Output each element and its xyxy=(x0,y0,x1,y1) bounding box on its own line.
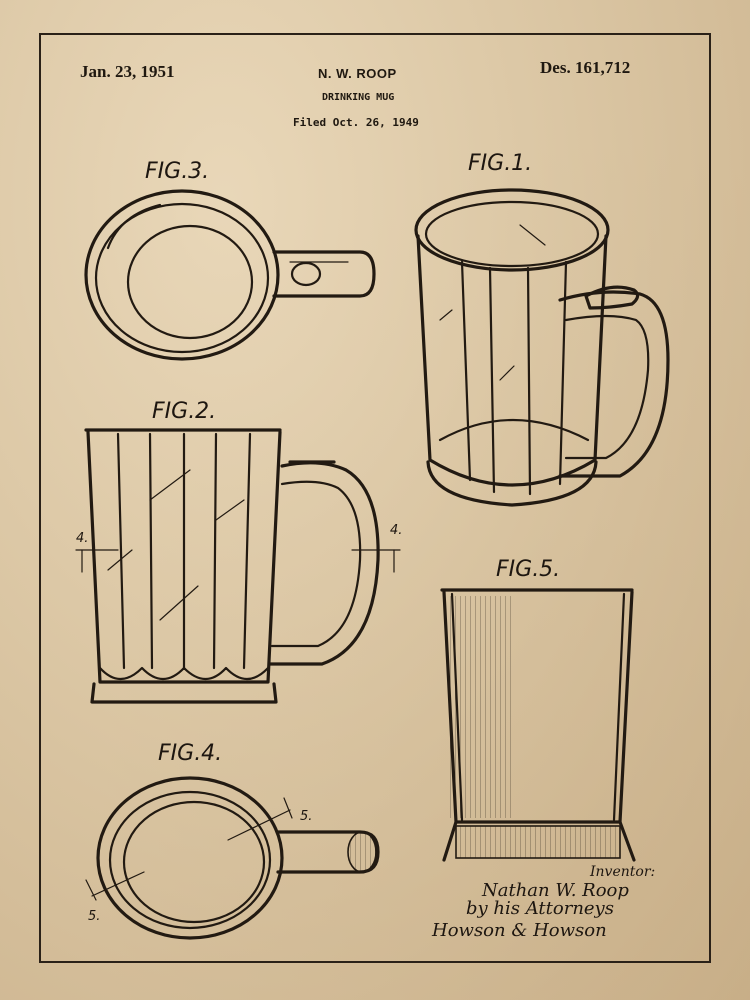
fig5-inner-wall-right xyxy=(612,592,626,822)
figure-3-label: FIG.3. xyxy=(145,159,209,184)
fig4-inner-wall xyxy=(108,790,272,930)
figure-2-side-view: FIG.2. 4. 4. xyxy=(75,399,402,704)
section-4-right-label: 4. xyxy=(390,523,402,538)
signature-attorneys: Howson & Howson xyxy=(432,920,607,941)
figure-4-section-top-view: FIG.4. 5. 5. xyxy=(85,741,380,940)
fig1-panel-4 xyxy=(558,260,568,486)
figure-2-label: FIG.2. xyxy=(152,399,216,424)
fig2-panel-5 xyxy=(242,432,252,670)
fig5-base-legs xyxy=(442,820,636,862)
figure-5-label: FIG.5. xyxy=(496,557,560,582)
signature-by-line: by his Attorneys xyxy=(466,898,614,919)
fig2-base xyxy=(90,682,278,704)
fig2-scallops xyxy=(98,666,270,681)
figure-5-section-view: FIG.5. xyxy=(440,557,636,862)
fig3-thumb-rest xyxy=(290,261,322,287)
fig5-base-section xyxy=(455,825,621,859)
fig1-base xyxy=(426,460,598,507)
fig3-rim-outer xyxy=(84,189,280,361)
fig5-inner-wall-left xyxy=(450,592,464,822)
fig4-outer-scalloped xyxy=(96,776,284,940)
fig1-handle-inner xyxy=(564,314,650,460)
fig1-rim-inner xyxy=(424,200,600,268)
figure-1-label: FIG.1. xyxy=(468,151,532,176)
inventor-header: N. W. ROOP xyxy=(318,66,397,81)
fig2-handle-inner xyxy=(270,480,362,648)
fig3-rim-inner xyxy=(94,202,270,354)
figure-1-perspective-view: FIG.1. xyxy=(414,151,670,507)
fig3-handle xyxy=(272,250,376,298)
fig2-body xyxy=(86,430,282,684)
fig4-section-line-top xyxy=(227,809,291,841)
fig3-bottom xyxy=(126,224,254,340)
patent-number: Des. 161,712 xyxy=(540,58,631,77)
fig4-section-arrow-bottom xyxy=(85,879,97,901)
fig2-handle-outer xyxy=(268,461,380,666)
figure-4-label: FIG.4. xyxy=(158,741,222,766)
patent-title: DRINKING MUG xyxy=(322,92,395,103)
fig3-shade xyxy=(106,203,162,250)
fig1-thumb-rest xyxy=(584,285,640,310)
signature-role: Inventor: xyxy=(590,864,656,880)
fig1-glints xyxy=(439,224,546,381)
fig1-handle-outer xyxy=(558,290,670,478)
fig2-glints xyxy=(107,469,245,621)
patent-date: Jan. 23, 1951 xyxy=(80,62,175,81)
figure-3-top-view: FIG.3. xyxy=(84,159,376,361)
fig4-section-arrow-top xyxy=(283,797,293,819)
patent-border-frame xyxy=(39,33,711,963)
fig1-rim xyxy=(414,188,610,272)
fig1-body xyxy=(416,234,608,487)
filing-date: Filed Oct. 26, 1949 xyxy=(293,116,419,129)
fig4-section-line-bottom xyxy=(91,871,145,897)
fig5-wall-shading xyxy=(448,596,512,818)
fig1-panel-2 xyxy=(488,266,496,494)
fig1-panel-1 xyxy=(460,260,472,482)
fig2-panel-4 xyxy=(212,432,218,670)
section-4-left-label: 4. xyxy=(76,531,88,546)
section-5-top-label: 5. xyxy=(300,809,312,824)
fig1-panel-3 xyxy=(526,266,532,496)
section-5-bottom-label: 5. xyxy=(88,909,100,924)
fig1-water-line xyxy=(438,419,590,442)
fig2-panel-2 xyxy=(148,432,154,670)
fig2-panel-1 xyxy=(116,432,126,670)
fig4-interior xyxy=(122,800,266,924)
signature-inventor-name: Nathan W. Roop xyxy=(482,880,629,901)
fig4-handle-section xyxy=(347,831,377,873)
